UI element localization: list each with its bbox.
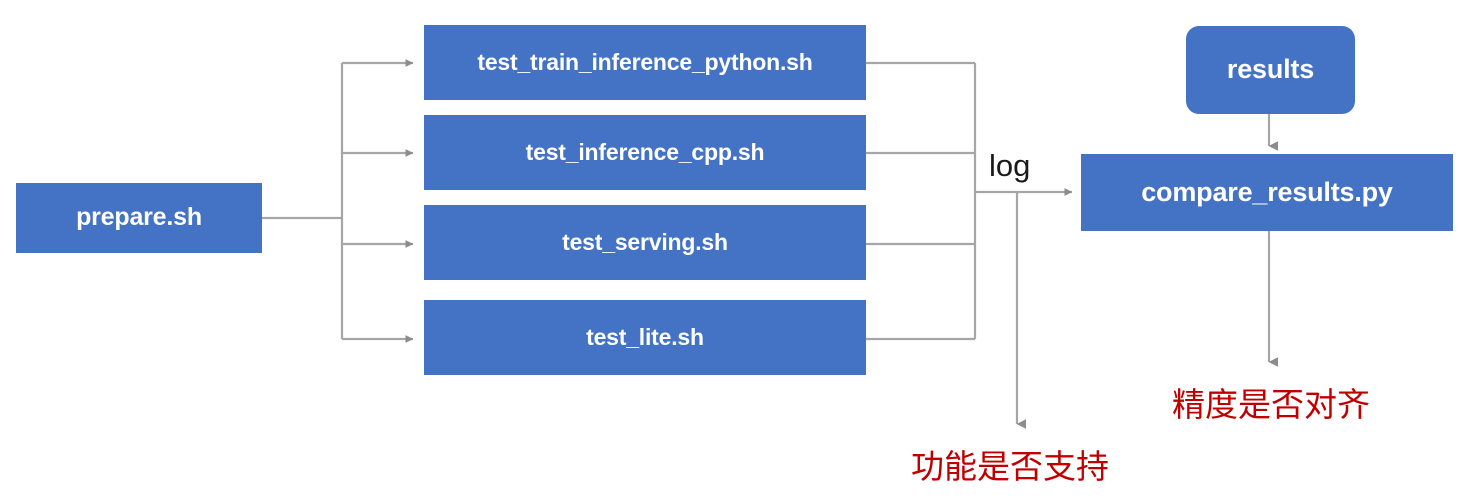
annotation-precision-alignment: 精度是否对齐 <box>1172 385 1370 424</box>
node-test-inference-cpp-sh[interactable]: test_inference_cpp.sh <box>424 115 866 190</box>
node-test-lite-sh-label: test_lite.sh <box>586 323 704 350</box>
node-prepare-sh[interactable]: prepare.sh <box>16 183 262 253</box>
node-compare-results-py-label: compare_results.py <box>1141 176 1393 207</box>
annotation-function-support: 功能是否支持 <box>911 447 1109 486</box>
node-results-label: results <box>1226 54 1315 85</box>
node-prepare-sh-label: prepare.sh <box>76 203 202 232</box>
node-test-serving-sh[interactable]: test_serving.sh <box>424 205 866 280</box>
node-test-train-inference-python-sh[interactable]: test_train_inference_python.sh <box>424 25 866 100</box>
node-test-train-inference-python-sh-label: test_train_inference_python.sh <box>477 48 813 75</box>
node-test-serving-sh-label: test_serving.sh <box>562 228 728 255</box>
node-test-lite-sh[interactable]: test_lite.sh <box>424 300 866 375</box>
node-test-inference-cpp-sh-label: test_inference_cpp.sh <box>525 138 765 165</box>
node-results[interactable]: results <box>1186 26 1355 114</box>
node-compare-results-py[interactable]: compare_results.py <box>1081 154 1453 231</box>
edge-label-log: log <box>989 148 1031 183</box>
